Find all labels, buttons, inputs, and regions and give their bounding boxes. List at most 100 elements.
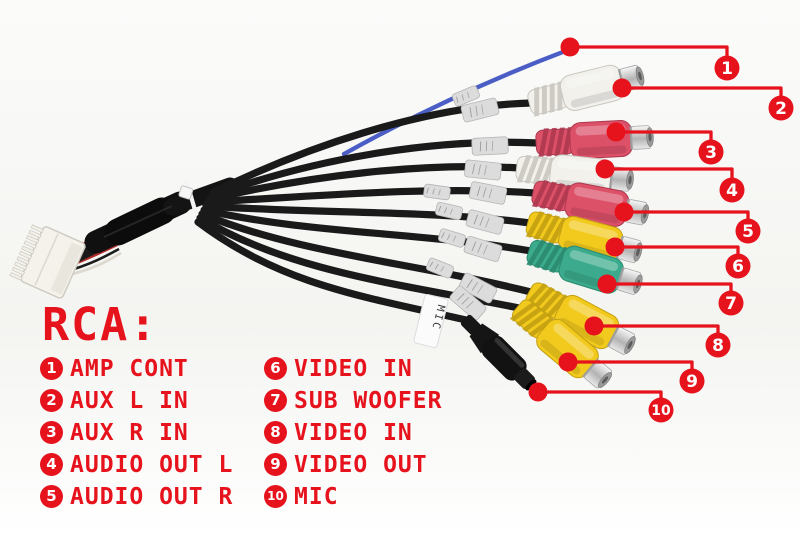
callout-circle	[718, 290, 744, 316]
legend-item: 5 AUDIO OUT R	[40, 484, 264, 510]
boot-ribs	[526, 239, 569, 273]
callout-number: 5	[742, 222, 754, 242]
legend-number-badge: 8	[264, 421, 287, 444]
callout-circle	[648, 397, 674, 423]
callout-5: 5	[614, 202, 761, 244]
plug-pins	[9, 224, 44, 281]
callout-1: 1	[560, 37, 740, 81]
callout-number: 2	[775, 99, 787, 119]
legend-label: MIC	[294, 483, 339, 510]
callout-dot	[605, 237, 625, 257]
callout-number: 10	[651, 403, 671, 419]
callout-dot	[606, 122, 626, 142]
callout-annotations: 1 2 34 5 6 7 89 10	[528, 37, 794, 423]
legend-column-left: 1 AMP CONT 2 AUX L IN 3 AUX R IN 4 AUDIO…	[40, 355, 264, 517]
callout-number: 7	[725, 294, 737, 314]
legend-label: AUDIO OUT L	[70, 451, 234, 478]
plug-pin	[16, 256, 30, 265]
legend-item: 3 AUX R IN	[40, 419, 264, 446]
callout-2: 2	[612, 78, 794, 121]
legend-item: 2 AUX L IN	[40, 387, 264, 414]
legend-label: AMP CONT	[70, 355, 189, 382]
cable-label-band	[465, 209, 505, 235]
callout-circle	[725, 253, 751, 279]
legend-number-badge: 5	[40, 485, 63, 508]
legend-label: VIDEO OUT	[294, 451, 428, 478]
cable-label-band	[464, 159, 502, 181]
callout-number: 4	[726, 181, 738, 201]
callout-number: 1	[721, 59, 733, 79]
cable-label-band	[423, 183, 451, 201]
cable-harness: MIC	[9, 47, 654, 391]
callout-dot	[560, 37, 580, 57]
callout-circle	[768, 95, 794, 121]
callout-6: 6	[605, 237, 751, 279]
callout-circle	[714, 55, 740, 81]
callout-dot	[595, 159, 615, 179]
boot-ribs	[509, 301, 556, 338]
callout-4: 4	[595, 159, 745, 203]
callout-7: 7	[597, 274, 744, 316]
legend-label: SUB WOOFER	[294, 387, 443, 414]
legend-number-badge: 3	[40, 421, 63, 444]
plug-pin	[21, 245, 35, 255]
plug-pin	[14, 261, 28, 271]
callout-circle	[735, 218, 761, 244]
cable-label-bands	[423, 85, 509, 321]
cable-label-band	[438, 228, 466, 248]
boot-ribs	[534, 80, 563, 117]
callout-3: 3	[606, 122, 724, 165]
plug-pin	[30, 224, 44, 234]
mic-cable-tag: MIC	[413, 293, 449, 349]
callout-circle	[705, 332, 731, 358]
plug-pin	[18, 250, 32, 260]
callout-8: 8	[584, 316, 731, 358]
legend-item: 1 AMP CONT	[40, 355, 264, 382]
callout-dot	[614, 202, 634, 222]
cable-label-band	[460, 97, 500, 123]
harness-plug-20pin	[9, 224, 86, 299]
callout-dot	[612, 78, 632, 98]
legend-item: 4 AUDIO OUT L	[40, 451, 264, 478]
callout-dot	[558, 352, 578, 372]
callout-dot	[528, 382, 548, 402]
plug-pin	[23, 240, 37, 249]
plug-pin	[28, 229, 42, 239]
legend-column-right: 6 VIDEO IN 7 SUB WOOFER 8 VIDEO IN 9 VID…	[264, 356, 443, 517]
legend-number-badge: 6	[264, 357, 287, 380]
cable-label-band	[471, 136, 509, 156]
callout-number: 9	[686, 372, 698, 392]
plug-pin	[9, 272, 23, 281]
cable-label-band	[449, 285, 487, 321]
cable-label-band	[426, 257, 454, 279]
legend-label: AUX L IN	[70, 387, 189, 414]
legend-number-badge: 9	[264, 453, 287, 476]
legend: RCA: 1 AMP CONT 2 AUX L IN 3 AUX R IN 4 …	[40, 296, 442, 517]
cable-label-band	[452, 85, 480, 107]
cable-label-band	[463, 235, 503, 263]
legend-label: VIDEO IN	[294, 419, 413, 446]
legend-item: 10 MIC	[264, 483, 442, 510]
zip-tie	[178, 180, 199, 215]
cable-label-band	[458, 272, 498, 304]
callout-number: 6	[732, 257, 744, 277]
legend-title: RCA:	[42, 298, 159, 351]
legend-number-badge: 4	[40, 453, 63, 476]
callout-number: 3	[705, 143, 717, 163]
callout-circle	[719, 177, 745, 203]
plug-pin	[11, 266, 25, 276]
callout-10: 10	[528, 382, 674, 423]
callout-9: 9	[558, 352, 705, 394]
legend-item: 7 SUB WOOFER	[264, 387, 443, 414]
rca-connector-7-green	[526, 239, 643, 295]
legend-label: AUX R IN	[70, 419, 189, 446]
legend-item: 9 VIDEO OUT	[264, 451, 442, 478]
mic-jack	[460, 314, 537, 391]
callout-circle	[679, 368, 705, 394]
legend-item: 8 VIDEO IN	[264, 419, 442, 446]
legend-number-badge: 10	[264, 485, 287, 508]
callout-number: 8	[712, 336, 724, 356]
callout-dot	[597, 274, 617, 294]
